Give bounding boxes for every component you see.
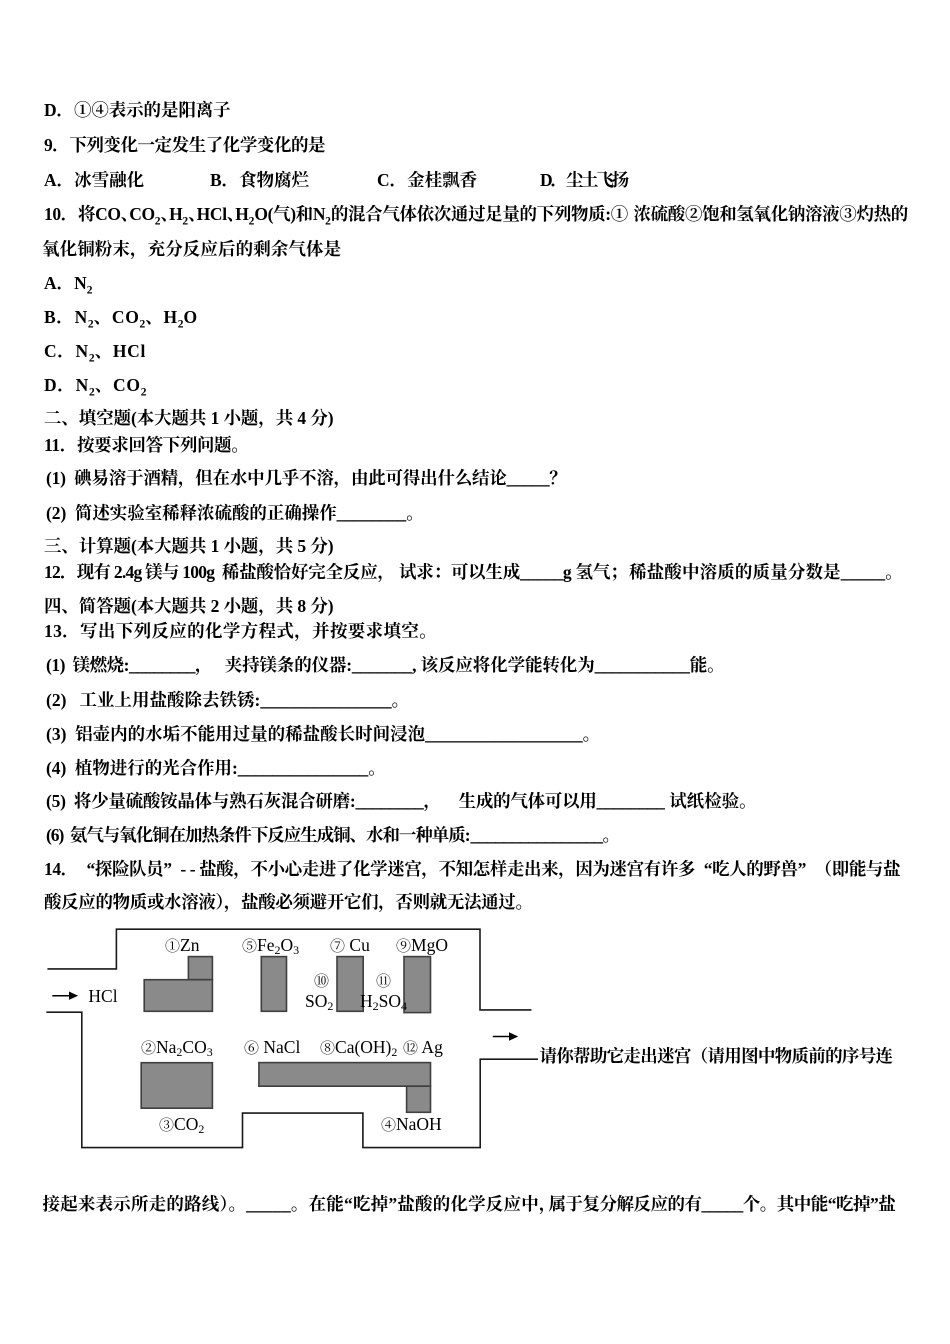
svg-text:⑥ NaCl: ⑥ NaCl [244, 1037, 300, 1057]
svg-text:⑩: ⑩ [314, 973, 329, 990]
svg-text:⑧Ca(OH)2: ⑧Ca(OH)2 [320, 1037, 397, 1059]
svg-text:H2SO4: H2SO4 [360, 991, 407, 1013]
svg-text:⑨MgO: ⑨MgO [396, 935, 448, 955]
svg-text:④NaOH: ④NaOH [381, 1114, 442, 1134]
svg-text:②Na2CO3: ②Na2CO3 [141, 1037, 213, 1059]
svg-text:①Zn: ①Zn [165, 935, 200, 955]
svg-text:⑫ Ag: ⑫ Ag [403, 1037, 443, 1057]
svg-text:⑤Fe2O3: ⑤Fe2O3 [242, 935, 299, 957]
svg-text:SO2: SO2 [305, 991, 333, 1013]
svg-text:HCl: HCl [88, 986, 117, 1006]
svg-text:③CO2: ③CO2 [159, 1114, 204, 1136]
svg-text:⑦ Cu: ⑦ Cu [330, 935, 370, 955]
svg-text:⑪: ⑪ [376, 973, 391, 990]
